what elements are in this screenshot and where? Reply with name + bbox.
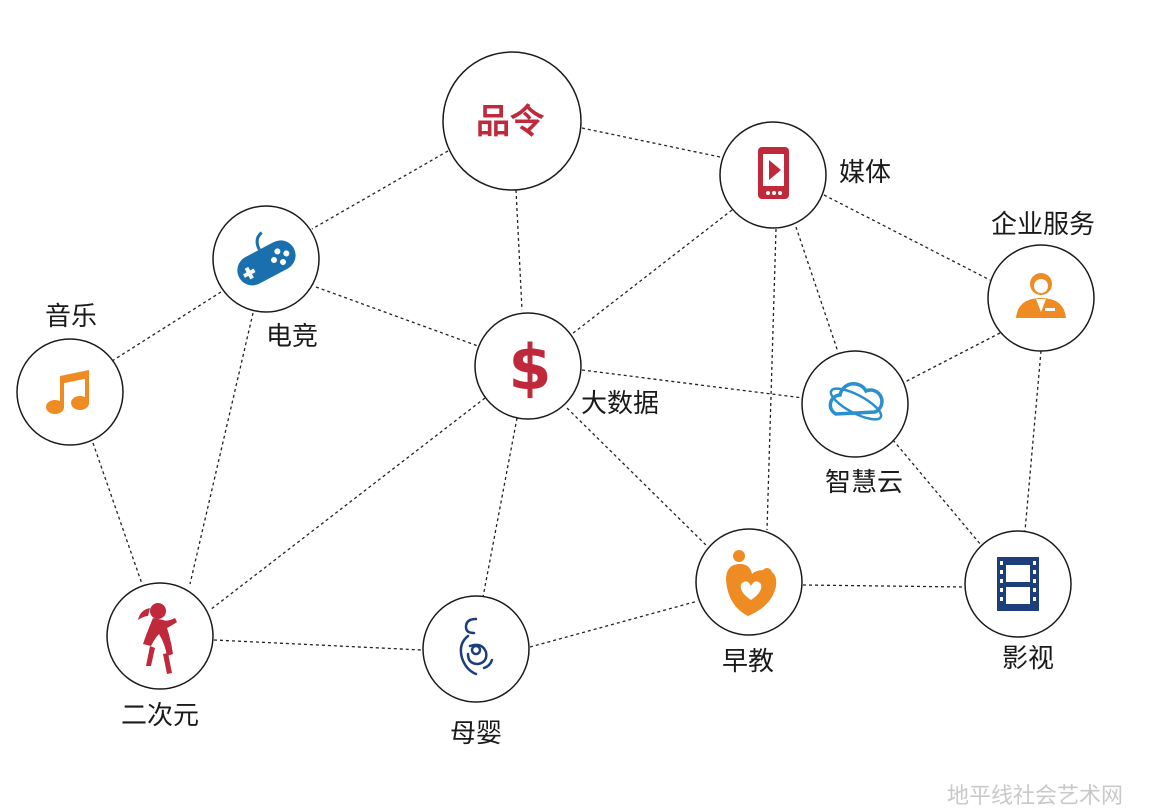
anime-girl-icon — [138, 603, 177, 674]
node-maternal: 母婴 — [422, 595, 530, 749]
node-maternal-label: 母婴 — [450, 719, 502, 749]
edge-center-media — [581, 127, 721, 158]
edge-media-cloud — [795, 226, 839, 353]
edge-esports-acg — [189, 312, 254, 585]
music-note-icon — [46, 370, 89, 414]
watermark-text: 地平线社会艺术网 — [947, 784, 1123, 809]
edge-bigdata-acg — [209, 397, 486, 611]
dollar-icon: $ — [508, 331, 551, 404]
edge-music-acg — [92, 442, 143, 585]
connection-lines — [92, 127, 1042, 651]
edge-esports-bigdata — [315, 286, 479, 347]
node-film-label: 影视 — [1002, 644, 1054, 674]
parent-child-icon — [726, 550, 777, 616]
node-esports-label: 电竞 — [266, 322, 318, 352]
service-person-icon — [1016, 273, 1066, 318]
node-bigdata-label: 大数据 — [581, 389, 659, 419]
node-acg: 二次元 — [106, 582, 214, 731]
cloud-icon — [828, 382, 884, 421]
edge-bigdata-early — [566, 407, 709, 548]
node-maternal-circle — [422, 595, 530, 703]
node-media: 媒体 — [719, 121, 891, 229]
node-acg-label: 二次元 — [121, 701, 199, 731]
edge-center-bigdata — [515, 189, 523, 311]
edge-bigdata-cloud — [581, 369, 804, 399]
edge-media-early — [766, 228, 777, 531]
edge-enterprise-film — [1024, 350, 1042, 532]
edge-esports-music — [111, 291, 222, 362]
node-center: 品令 — [442, 51, 582, 191]
node-center-label: 品令 — [476, 102, 545, 142]
node-music-circle — [16, 338, 124, 446]
edge-acg-maternal — [213, 639, 423, 651]
edge-cloud-film — [892, 439, 982, 546]
edge-media-bigdata — [571, 209, 733, 335]
node-acg-circle — [106, 582, 214, 690]
film-strip-icon — [997, 557, 1039, 611]
node-bigdata: $ 大数据 — [474, 312, 659, 420]
mobile-video-icon — [758, 147, 789, 199]
edge-center-esports — [311, 150, 449, 230]
node-cloud-label: 智慧云 — [825, 468, 903, 498]
node-film: 影视 — [964, 530, 1072, 674]
node-media-label: 媒体 — [839, 158, 891, 188]
edge-media-enterprise — [823, 194, 991, 281]
edge-enterprise-cloud — [904, 332, 1001, 383]
node-enterprise-label: 企业服务 — [991, 210, 1095, 240]
edge-bigdata-maternal — [482, 417, 518, 598]
node-enterprise: 企业服务 — [987, 210, 1095, 352]
gamepad-icon — [237, 231, 296, 286]
node-bigdata-circle — [474, 312, 582, 420]
edge-maternal-early — [529, 600, 699, 648]
node-cloud: 智慧云 — [801, 350, 909, 498]
node-early-label: 早教 — [722, 647, 774, 677]
mother-baby-icon — [459, 617, 494, 676]
node-music: 音乐 — [16, 302, 124, 446]
node-center-circle — [442, 51, 582, 191]
node-cloud-circle — [801, 350, 909, 458]
node-music-label: 音乐 — [45, 302, 97, 332]
edge-early-film — [802, 584, 966, 588]
node-early: 早教 — [695, 528, 803, 677]
node-esports: 电竞 — [212, 205, 320, 352]
